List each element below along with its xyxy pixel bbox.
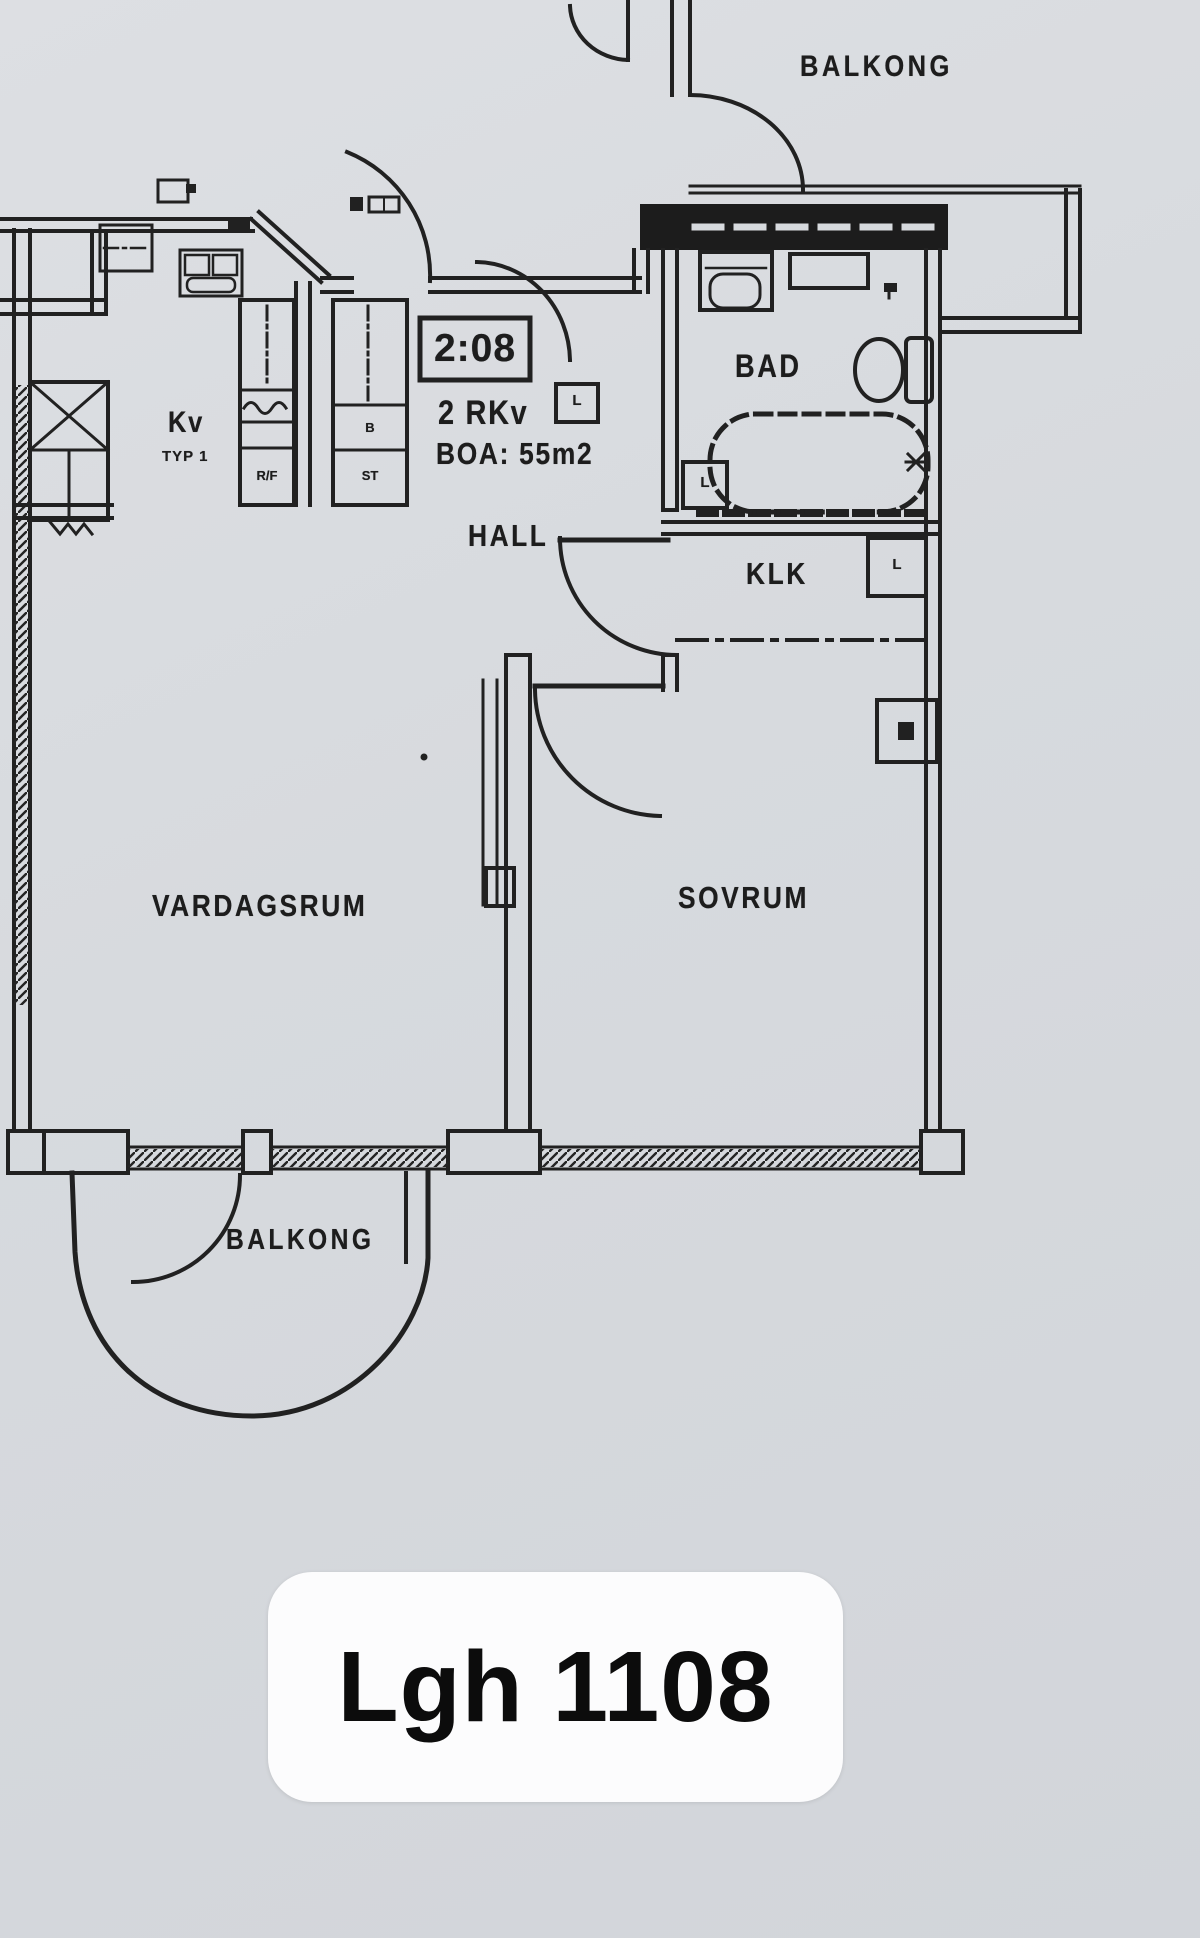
unit-number-badge: Lgh 1108 (268, 1572, 843, 1802)
label-bathroom: BAD (735, 348, 802, 384)
unit-number-text: Lgh 1108 (337, 1630, 774, 1743)
label-kitchen: Kv (168, 406, 205, 439)
linen-closet-3-box (866, 536, 928, 598)
label-walkin-closet: KLK (746, 556, 808, 591)
bedroom-closet-box (875, 698, 939, 764)
label-bedroom: SOVRUM (678, 880, 809, 915)
bathroom-fixtures (554, 250, 939, 764)
wardrobe-block (27, 379, 111, 537)
label-kitchen-type: TYP 1 (162, 448, 209, 465)
entrance-door-arc (344, 149, 433, 284)
top-balcony (567, 0, 1082, 334)
neighbor-structures (0, 178, 332, 298)
linen-closet-2-box (681, 460, 729, 510)
plan-number: 2:08 (433, 327, 517, 370)
label-linen-1: L (572, 392, 582, 409)
bottom-balcony (69, 1170, 431, 1419)
label-cleaning-cabinet: ST (361, 468, 379, 483)
label-linen-2: L (700, 474, 710, 491)
label-balcony-top: BALKONG (800, 50, 953, 83)
interior-doors (474, 259, 680, 819)
apartment-area: BOA: 55m2 (436, 436, 594, 471)
towel-hook-symbol (884, 283, 897, 300)
kitchen-cabinets (238, 298, 409, 507)
label-b-cabinet: B (365, 420, 375, 435)
toilet-symbol (853, 336, 934, 404)
bathtub-symbol (707, 411, 931, 515)
label-living-room: VARDAGSRUM (152, 888, 368, 923)
linen-closet-1-box (554, 382, 600, 424)
label-linen-3: L (892, 556, 902, 573)
label-balcony-bottom: BALKONG (226, 1224, 375, 1256)
plan-number-box (417, 315, 533, 383)
bottom-wall (6, 1129, 965, 1175)
label-fridge-freezer: R/F (256, 468, 278, 483)
label-hall: HALL (468, 518, 549, 553)
apartment-type: 2 RKv (438, 394, 529, 432)
